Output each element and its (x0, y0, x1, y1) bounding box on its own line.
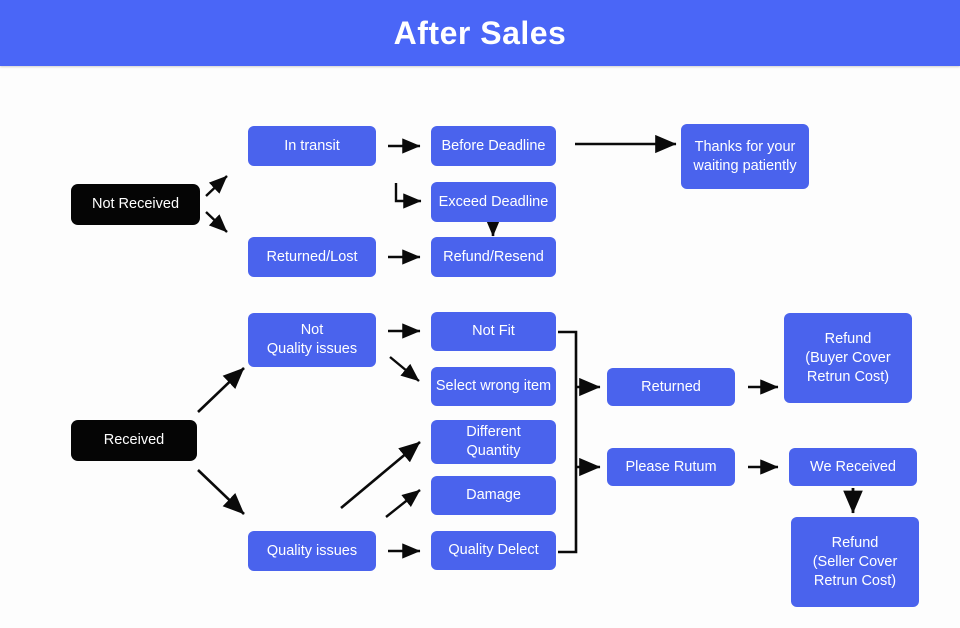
node-we-received[interactable]: We Received (789, 448, 917, 486)
node-refund-resend[interactable]: Refund/Resend (431, 237, 556, 277)
node-exceed-deadline[interactable]: Exceed Deadline (431, 182, 556, 222)
node-not-fit[interactable]: Not Fit (431, 312, 556, 351)
node-returned-lost[interactable]: Returned/Lost (248, 237, 376, 277)
node-before-deadline[interactable]: Before Deadline (431, 126, 556, 166)
arrow-qualityissues-damage (385, 489, 421, 518)
arrow-qualityissues-differentquantity (340, 441, 421, 509)
node-refund-seller[interactable]: Refund (Seller Cover Retrun Cost) (791, 517, 919, 607)
bracket-connector (558, 330, 578, 554)
node-damage[interactable]: Damage (431, 476, 556, 515)
node-quality-delect[interactable]: Quality Delect (431, 531, 556, 570)
header-banner (0, 0, 960, 66)
node-different-quantity[interactable]: Different Quantity (431, 420, 556, 464)
arrow-notquality-selectwrong (389, 356, 420, 382)
arrow-notreceived-intransit (205, 175, 228, 197)
arrow-received-qualityissues (197, 469, 245, 515)
page-title: After Sales (393, 15, 567, 51)
node-not-quality-issues[interactable]: Not Quality issues (248, 313, 376, 367)
node-quality-issues[interactable]: Quality issues (248, 531, 376, 571)
node-refund-buyer[interactable]: Refund (Buyer Cover Retrun Cost) (784, 313, 912, 403)
arrow-received-notquality (197, 367, 245, 413)
node-received[interactable]: Received (71, 420, 197, 461)
node-please-rutum[interactable]: Please Rutum (607, 448, 735, 486)
node-thanks-waiting[interactable]: Thanks for your waiting patiently (681, 124, 809, 189)
arrow-notreceived-returnedlost (205, 211, 228, 233)
node-not-received[interactable]: Not Received (71, 184, 200, 225)
node-select-wrong-item[interactable]: Select wrong item (431, 367, 556, 406)
node-returned[interactable]: Returned (607, 368, 735, 406)
node-in-transit[interactable]: In transit (248, 126, 376, 166)
arrow-intransit-exceeddeadline (394, 183, 422, 209)
